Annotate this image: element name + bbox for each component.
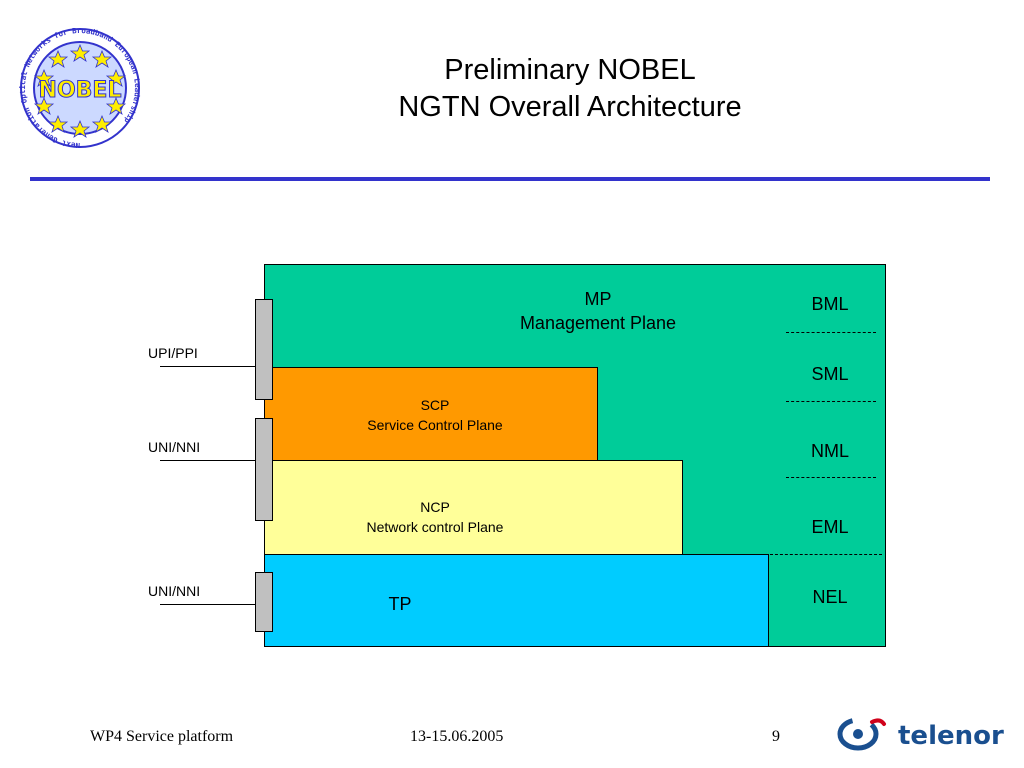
layer-nml: NML: [810, 441, 849, 461]
title-divider: [30, 177, 990, 181]
footer-date: 13-15.06.2005: [410, 728, 504, 745]
network-control-plane-label: NCP Network control Plane: [320, 497, 550, 537]
network-control-plane-box: [264, 460, 683, 555]
page-title: Preliminary NOBEL NGTN Overall Architect…: [260, 52, 880, 126]
ncp-abbr: NCP: [420, 499, 450, 515]
title-line-1: Preliminary NOBEL: [444, 54, 696, 86]
title-line-2: NGTN Overall Architecture: [398, 91, 742, 123]
layer-divider: [770, 554, 882, 555]
layer-divider: [786, 332, 876, 333]
layer-divider: [786, 401, 876, 402]
telenor-wordmark: telenor: [898, 721, 1004, 751]
telenor-logo: telenor: [837, 717, 1004, 751]
footer-project: WP4 Service platform: [90, 728, 234, 745]
interface-bar: [255, 418, 273, 521]
interface-label-uni-nni: UNI/NNI: [148, 439, 201, 455]
interface-bar: [255, 299, 273, 400]
management-plane-label: MP Management Plane: [470, 287, 726, 335]
transport-plane-label: TP: [388, 594, 412, 614]
logo-text: NOBEL: [39, 78, 122, 103]
mp-abbr: MP: [584, 289, 612, 309]
interface-label-uni-nni: UNI/NNI: [148, 583, 201, 599]
service-control-plane-label: SCP Service Control Plane: [320, 395, 550, 435]
interface-label-upi-ppi: UPI/PPI: [148, 345, 198, 361]
layer-eml: EML: [811, 517, 849, 537]
footer-page-number: 9: [772, 728, 780, 745]
mp-name: Management Plane: [519, 313, 677, 333]
layer-nel: NEL: [812, 587, 848, 607]
ncp-name: Network control Plane: [366, 519, 504, 535]
transport-plane-box: [264, 554, 769, 647]
nobel-logo: Next Generation Optical Networks for Bro…: [18, 28, 142, 148]
interface-line: [160, 604, 256, 605]
layer-divider: [786, 477, 876, 478]
telenor-swirl-icon: [837, 717, 886, 751]
interface-line: [160, 366, 256, 367]
scp-abbr: SCP: [420, 397, 450, 413]
service-control-plane-box: [264, 367, 598, 462]
interface-bar: [255, 572, 273, 632]
interface-line: [160, 460, 256, 461]
layer-sml: SML: [811, 364, 849, 384]
scp-name: Service Control Plane: [367, 417, 503, 433]
layer-bml: BML: [811, 294, 849, 314]
